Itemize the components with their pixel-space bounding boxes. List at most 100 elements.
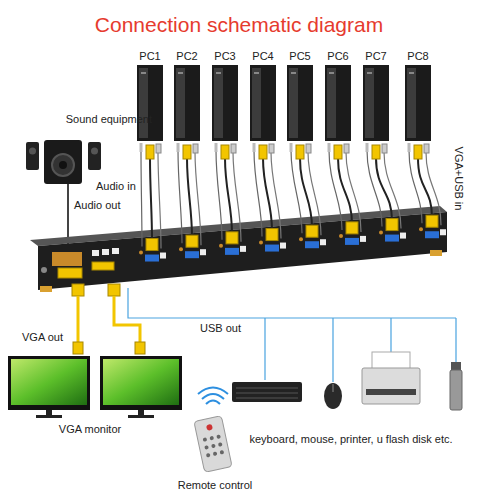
usb-cable: [346, 152, 361, 232]
vga-port: [185, 251, 199, 258]
usb-plug: [344, 144, 349, 153]
text-label: USB out: [200, 322, 241, 335]
vga-port: [345, 238, 359, 245]
vga-plug: [226, 232, 238, 244]
vga-port: [305, 241, 319, 248]
pc-node: PC3: [206, 50, 244, 142]
device-node: Sound equipment: [22, 113, 152, 185]
node-label: PC8: [399, 50, 437, 63]
vga-port: [265, 245, 279, 252]
usb-port: [160, 253, 166, 259]
audio-cable: [216, 150, 222, 240]
audio-plug: [177, 143, 180, 152]
pc-node: PC6: [319, 50, 357, 142]
pc-tower: [174, 65, 200, 141]
vga-cable: [338, 158, 352, 224]
pc-front-panel: [327, 68, 336, 138]
audio-port: [219, 244, 223, 248]
pc-node: PC4: [244, 50, 282, 142]
pc-drive-slot: [141, 72, 146, 74]
pc-front-panel: [289, 68, 298, 138]
audio-plug: [140, 143, 143, 152]
node-label: PC3: [206, 50, 244, 63]
pc-node: PC7: [357, 50, 395, 142]
peripheral-illustration: [232, 352, 462, 410]
audio-cable: [141, 150, 142, 247]
node-label: Remote control: [165, 479, 265, 492]
vga-plug: [146, 239, 158, 251]
diagram-title: Connection schematic diagram: [0, 13, 478, 37]
pc-node: PC1: [131, 50, 169, 142]
usb-plug: [269, 144, 274, 153]
audio-plug: [408, 143, 411, 152]
node-label: PC1: [131, 50, 169, 63]
pc-drive-slot: [291, 72, 296, 74]
pc-drive-slot: [329, 72, 334, 74]
usb-port: [200, 249, 206, 255]
usb-plug: [424, 144, 429, 153]
pc-node: PC8: [399, 50, 437, 142]
pc-front-panel: [139, 68, 148, 138]
audio-plug: [328, 143, 331, 152]
pc-tower: [325, 65, 351, 141]
pc-front-panel: [214, 68, 223, 138]
vga-cable: [225, 158, 232, 234]
vga-cable: [300, 158, 312, 227]
vga-cable: [187, 158, 192, 237]
device-node: VGA monitor: [5, 350, 175, 436]
audio-cable: [367, 150, 382, 227]
audio-plug: [290, 143, 293, 152]
text-label: VGA out: [22, 331, 63, 344]
audio-cable: [409, 150, 422, 223]
pc-tower: [250, 65, 276, 141]
usb-port: [440, 229, 446, 235]
pc-drive-slot: [409, 72, 414, 74]
vga-plug: [386, 219, 398, 231]
vga-port: [145, 255, 159, 262]
pc-tower: [137, 65, 163, 141]
pc-node: PC5: [281, 50, 319, 142]
vga-plug: [334, 145, 342, 159]
pc-front-panel: [407, 68, 416, 138]
pc-tower: [363, 65, 389, 141]
vga-plug: [259, 145, 267, 159]
usb-cable: [195, 152, 201, 245]
vga-plug: [346, 222, 358, 234]
vga-port: [225, 248, 239, 255]
vga-plug: [372, 145, 380, 159]
pc-drive-slot: [367, 72, 372, 74]
audio-port: [419, 227, 423, 231]
vga-cable: [376, 158, 392, 221]
vga-cable: [263, 158, 272, 231]
text-label: Audio out: [74, 199, 120, 212]
pc-tower: [212, 65, 238, 141]
usb-plug: [231, 144, 236, 153]
vga-plug: [146, 145, 154, 159]
audio-port: [379, 231, 383, 235]
vga-plug: [221, 145, 229, 159]
vga-plug: [186, 235, 198, 247]
pc-front-panel: [176, 68, 185, 138]
node-label: Sound equipment: [22, 113, 152, 126]
audio-plug: [366, 143, 369, 152]
vga-plug: [296, 145, 304, 159]
usb-cable: [233, 152, 241, 242]
audio-port: [179, 247, 183, 251]
pc-tower: [287, 65, 313, 141]
usb-port: [360, 236, 366, 242]
vga-cable: [150, 158, 152, 241]
pc-tower: [405, 65, 431, 141]
audio-port: [339, 234, 343, 238]
pc-node: PC2: [168, 50, 206, 142]
audio-cable: [178, 150, 182, 243]
device-node: keyboard, mouse, printer, u flash disk e…: [226, 346, 476, 446]
vga-cable: [418, 158, 432, 217]
node-label: VGA monitor: [5, 423, 175, 436]
node-label: keyboard, mouse, printer, u flash disk e…: [226, 433, 476, 446]
vga-port: [425, 231, 439, 238]
audio-port: [299, 237, 303, 241]
vga-out-cable: [72, 284, 145, 354]
usb-cable: [308, 152, 321, 235]
pc-drive-slot: [178, 72, 183, 74]
audio-plug: [253, 143, 256, 152]
